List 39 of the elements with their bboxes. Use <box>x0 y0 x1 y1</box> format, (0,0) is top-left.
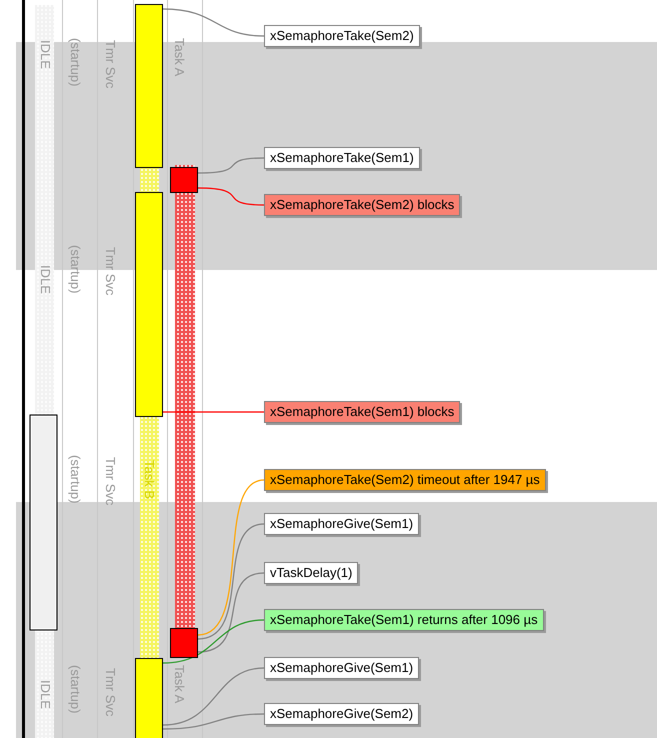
event-label: xSemaphoreGive(Sem1) <box>264 657 420 679</box>
lane-label: IDLE <box>37 265 53 294</box>
leader-line <box>198 157 264 174</box>
lane-label: (startup) <box>67 455 83 504</box>
lane-label: Tmr Svc <box>102 40 118 88</box>
leader-line <box>198 187 264 206</box>
event-label: xSemaphoreGive(Sem1) <box>264 513 420 535</box>
leader-line <box>163 411 264 413</box>
event-marker <box>170 628 198 658</box>
leader-line <box>162 8 264 37</box>
lane-label: (startup) <box>67 38 83 86</box>
lane-label: IDLE <box>37 680 53 709</box>
lane-label: (startup) <box>67 665 83 714</box>
leader-line <box>162 667 264 726</box>
lane-label: Tmr Svc <box>102 247 118 296</box>
event-marker <box>170 167 198 193</box>
leader-line <box>162 619 264 664</box>
event-label: xSemaphoreGive(Sem2) <box>264 703 420 725</box>
event-label: xSemaphoreTake(Sem1) blocks <box>264 401 460 423</box>
event-label: xSemaphoreTake(Sem2) blocks <box>264 194 460 216</box>
event-label: xSemaphoreTake(Sem1) <box>264 147 420 169</box>
lane-label: Tmr Svc <box>102 668 118 716</box>
lane-label: (startup) <box>67 245 83 294</box>
lane-label: Task A <box>171 665 187 704</box>
leader-line <box>198 523 264 640</box>
execution-bar <box>135 192 163 417</box>
event-label: xSemaphoreTake(Sem2) timeout after 1947 µs <box>264 469 546 491</box>
leader-line <box>162 713 264 730</box>
lane-label: Task A <box>171 38 187 76</box>
lane-label: Task B <box>141 460 157 500</box>
leader-line <box>198 572 264 653</box>
execution-bar <box>135 4 163 168</box>
event-label: vTaskDelay(1) <box>264 562 358 584</box>
event-label: xSemaphoreTake(Sem2) <box>264 25 420 47</box>
lane-label: Tmr Svc <box>102 457 118 506</box>
leader-line <box>198 479 264 636</box>
event-label: xSemaphoreTake(Sem1) returns after 1096 µs <box>264 609 544 631</box>
lane-label: IDLE <box>37 40 53 69</box>
execution-bar <box>135 658 163 738</box>
